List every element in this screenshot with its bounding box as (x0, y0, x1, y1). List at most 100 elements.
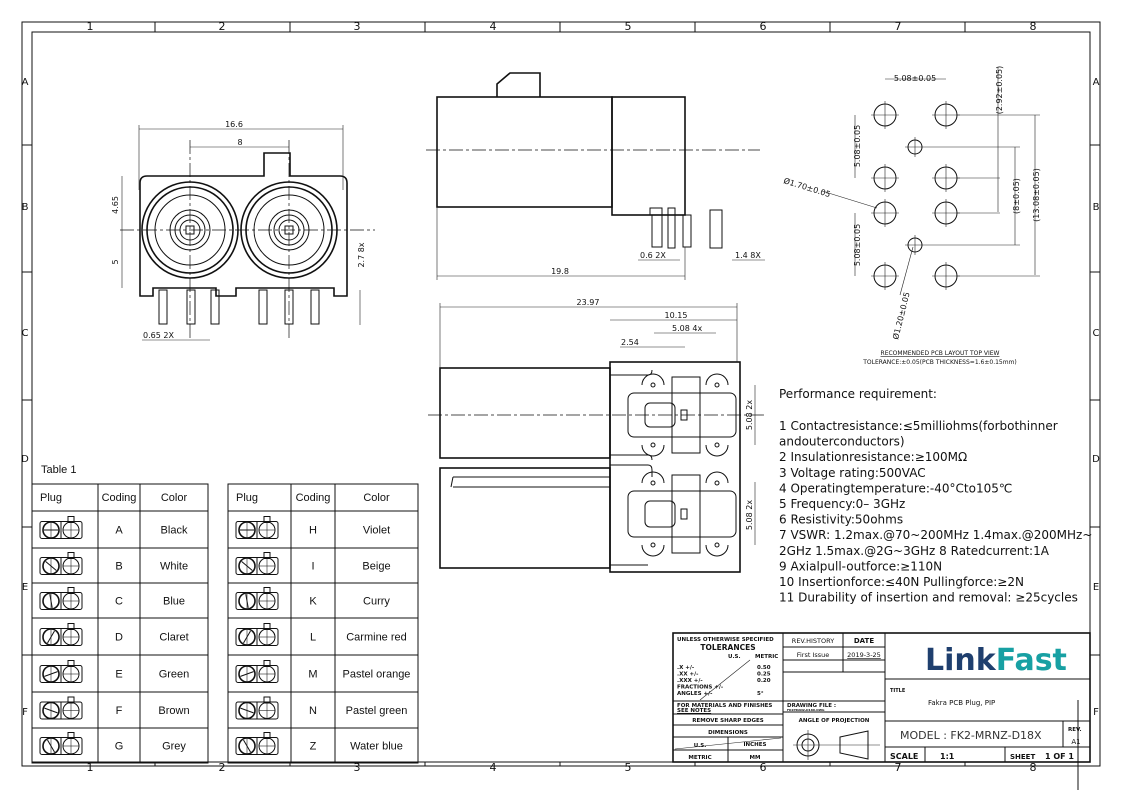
pcb-dim-h-pitch: 5.08±0.05 (894, 74, 936, 83)
plug-coding-icon (235, 660, 279, 683)
pcb-layout-tolerance: TOLERANCE:±0.05(PCB THICKNESS=1.6±0.15mm… (862, 359, 1017, 366)
plug-coding-icon (235, 587, 279, 610)
table-row: A Black (39, 516, 188, 539)
tolerance-label: .XXX +/- (677, 678, 703, 684)
row-label: A (22, 77, 29, 88)
performance-line: 5 Frequency:0– 3GHz (779, 497, 905, 511)
table-caption: Table 1 (41, 464, 76, 476)
performance-line: 2 Insulationresistance:≥100MΩ (779, 450, 967, 464)
coding-value: C (115, 596, 123, 608)
coding-value: Z (310, 741, 317, 753)
row-label: B (22, 202, 29, 213)
tolerance-label: .XX +/- (677, 672, 698, 678)
plug-coding-icon (39, 696, 83, 720)
table-row: F Brown (39, 696, 190, 720)
performance-line: 3 Voltage rating:500VAC (779, 466, 926, 480)
coding-value: D (115, 632, 123, 644)
tb-sheet-label: SHEET (1010, 753, 1035, 761)
plug-coding-icon (39, 587, 83, 610)
column-label: 3 (354, 761, 361, 774)
pcb-layout-title: RECOMMENDED PCB LAYOUT TOP VIEW (881, 350, 1000, 357)
column-label: 8 (1030, 761, 1037, 774)
row-label: E (22, 582, 28, 593)
table-header: Coding (296, 492, 331, 504)
pcb-dim-d-small: Ø1.20±0.05 (890, 291, 911, 341)
contact-icon (641, 471, 665, 484)
dim-pin-a: 0.6 2X (640, 251, 666, 260)
tolerance-label: FRACTIONS +/- (677, 685, 723, 691)
dim-width: 16.6 (225, 120, 243, 129)
tolerance-value: 5° (757, 691, 764, 697)
plug-coding-icon (39, 552, 83, 575)
coding-value: F (116, 705, 123, 717)
tb-dim-metric: METRIC (688, 755, 711, 761)
pcb-dim-inner: (8±0.05) (1012, 178, 1021, 214)
tb-remove-edges: REMOVE SHARP EDGES (692, 718, 764, 724)
color-value: Beige (362, 561, 390, 573)
pcb-dim-v-bottom: 5.08±0.05 (853, 224, 862, 266)
coding-value: L (310, 632, 316, 644)
tb-dimensions: DIMENSIONS (708, 730, 748, 736)
dim-length: 19.8 (551, 267, 569, 276)
coding-value: N (309, 705, 317, 717)
dim-pitch-2x-b: 5.08 2x (745, 500, 754, 530)
contact-icon (641, 544, 665, 557)
coding-value: A (115, 525, 123, 537)
plug-coding-icon (39, 623, 83, 646)
color-value: Green (159, 669, 190, 681)
tb-dim-us: U.S. (694, 743, 707, 749)
color-value: Water blue (350, 741, 403, 753)
coding-value: K (309, 596, 317, 608)
front-view: 16.6 8 4.65 5 2.7 8x 0.65 2X (111, 120, 375, 341)
column-label: 3 (354, 20, 361, 33)
dim-lower: 5 (111, 259, 120, 264)
tb-drawing-file: DRAWING FILE : (787, 703, 836, 709)
dim-pin-width: 0.65 2X (143, 331, 174, 340)
contact-icon (705, 444, 729, 457)
plug-coding-icon (235, 516, 279, 539)
pcb-dim-v-top: 5.08±0.05 (853, 125, 862, 167)
color-value: Brown (158, 705, 189, 717)
performance-requirements: Performance requirement: 1 Contactresist… (779, 387, 1092, 605)
color-value: Claret (159, 632, 188, 644)
tb-rev-label: REV. (1068, 727, 1082, 733)
pcb-layout: 5.08±0.05 5.08±0.05 5.08±0.05 Ø1.70±0.05… (782, 66, 1041, 366)
column-label: 1 (87, 761, 94, 774)
color-value: Blue (163, 596, 185, 608)
tb-unless: UNLESS OTHERWISE SPECIFIED (677, 637, 774, 643)
performance-line: 11 Durability of insertion and removal: … (779, 591, 1078, 605)
color-value: White (160, 561, 188, 573)
tb-projection: ANGLE OF PROJECTION (799, 718, 870, 724)
tb-rev-value: A1 (1071, 738, 1080, 746)
linkfast-logo: LinkFast (925, 643, 1067, 678)
performance-line: 7 VSWR: 1.2max.@70~200MHz 1.4max.@200MHz… (779, 528, 1092, 542)
dim-offset: 2.54 (621, 338, 639, 347)
tolerance-label: ANGLES +/- (677, 691, 712, 697)
tb-drawing-file-value: FK2PRAN2-D18X.DWG (787, 708, 825, 712)
dim-pitch-4x: 5.08 4x (672, 324, 702, 333)
column-label: 7 (895, 20, 902, 33)
coding-value: G (115, 741, 124, 753)
color-value: Pastel green (346, 705, 408, 717)
table-header: Plug (236, 492, 258, 504)
pcb-dim-outer: (13.08±0.05) (1032, 168, 1041, 222)
tb-see-notes: SEE NOTES (677, 708, 711, 714)
table-header: Coding (102, 492, 137, 504)
tb-scale-label: SCALE (890, 752, 918, 761)
contact-icon (641, 373, 665, 386)
tb-dim-mm: MM (750, 755, 761, 761)
tb-metric: METRIC (755, 654, 778, 660)
bottom-view: 23.97 10.15 5.08 4x 2.54 5.08 2x 5.08 2x (428, 298, 765, 573)
column-label: 7 (895, 761, 902, 774)
table-row: D Claret (39, 623, 189, 646)
plug-coding-icon (235, 623, 279, 646)
column-label: 8 (1030, 20, 1037, 33)
color-value: Black (161, 525, 188, 537)
row-label: A (1093, 77, 1100, 88)
column-label: 2 (219, 20, 226, 33)
color-value: Grey (162, 741, 186, 753)
